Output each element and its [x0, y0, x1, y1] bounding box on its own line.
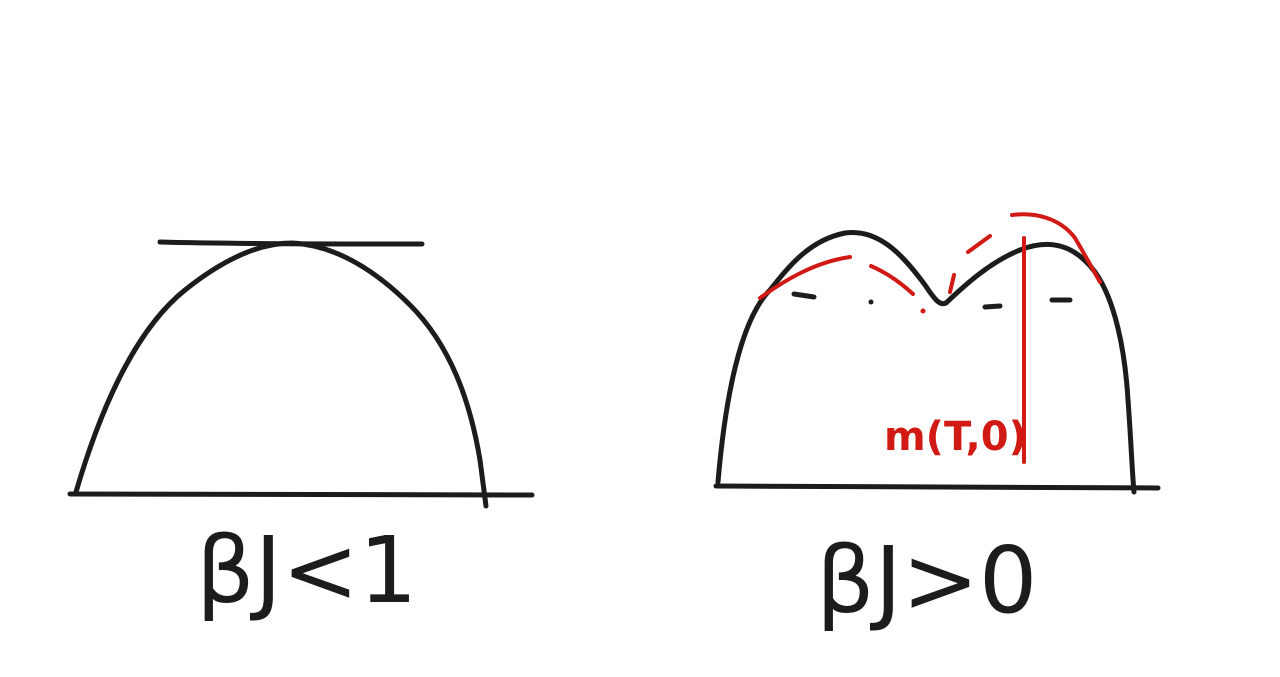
- right-baseline: [713, 483, 1161, 491]
- right-level-dash-1: [791, 291, 817, 300]
- red-annotation-label: m(T,0): [884, 414, 1027, 460]
- red-curve-right-peak: [1010, 212, 1102, 284]
- left-panel: βJ<1: [67, 239, 535, 624]
- left-hump-curve: [73, 240, 489, 509]
- right-level-dash-2: [982, 303, 1003, 310]
- right-caption: βJ>0: [816, 527, 1037, 634]
- left-tangent-line: [157, 239, 425, 247]
- red-curve-left-segment: [758, 255, 852, 300]
- red-curve-dot: [920, 308, 926, 314]
- red-curve-rise: [966, 234, 992, 254]
- left-baseline: [67, 491, 535, 498]
- right-level-dot: [868, 299, 874, 305]
- left-caption: βJ<1: [196, 517, 417, 624]
- red-curve-dip-left: [869, 264, 915, 296]
- right-panel: m(T,0) βJ>0: [713, 212, 1161, 634]
- red-curve-tick: [948, 273, 956, 294]
